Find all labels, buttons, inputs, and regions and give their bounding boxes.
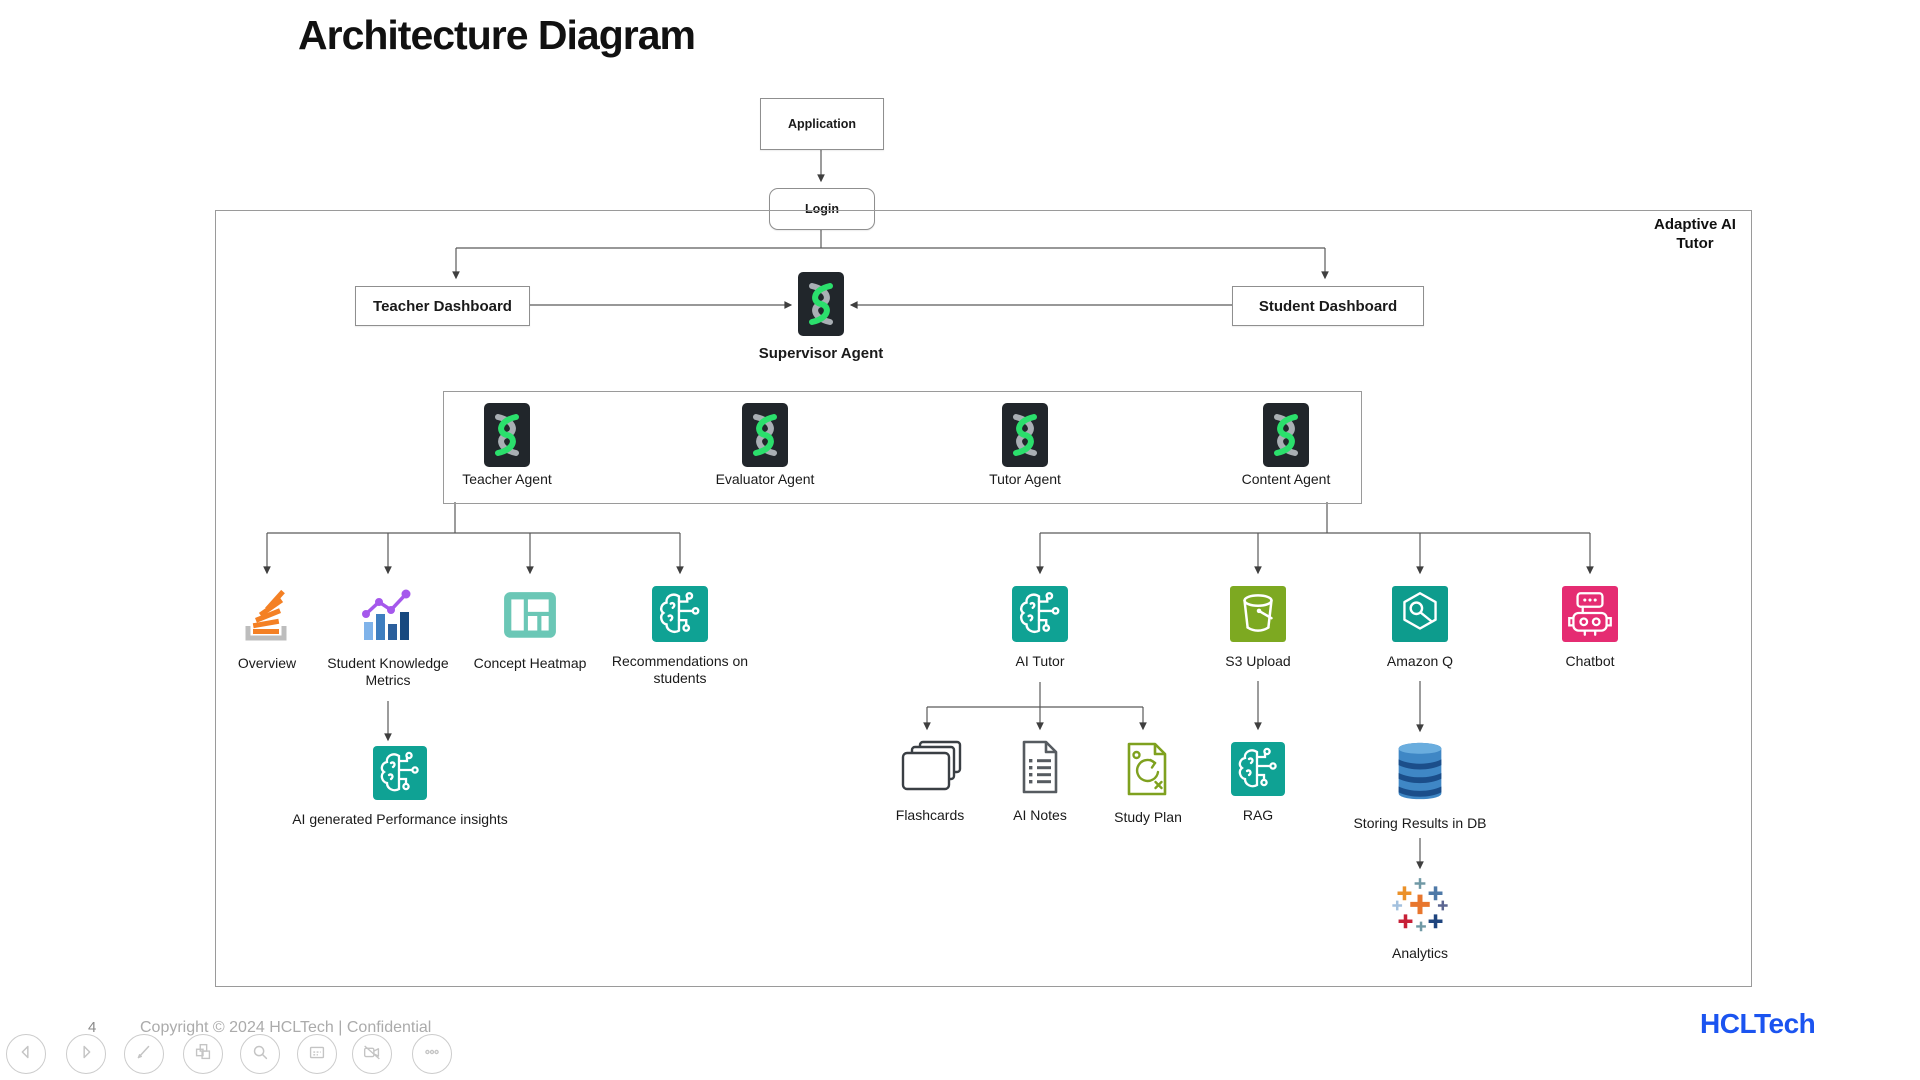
ai-tutor-node: AI Tutor	[1000, 586, 1080, 670]
brain-circuit-icon	[1231, 742, 1285, 801]
amazon-q-icon	[1392, 586, 1448, 647]
notes-document-icon	[1016, 738, 1064, 801]
brain-circuit-icon	[1012, 586, 1068, 647]
s3-upload-node: S3 Upload	[1218, 586, 1298, 670]
chevron-right-icon	[75, 1041, 97, 1068]
content-agent-icon	[1263, 403, 1309, 467]
flashcards-node: Flashcards	[890, 738, 970, 824]
recommendations-label: Recommendations on students	[611, 653, 749, 687]
chatbot-label: Chatbot	[1565, 653, 1615, 669]
student-dashboard-node: Student Dashboard	[1232, 286, 1424, 326]
video-off-icon	[361, 1041, 383, 1068]
ai-tutor-label: AI Tutor	[1015, 653, 1065, 669]
brain-circuit-icon	[373, 746, 427, 805]
ai-performance-insights-label: AI generated Performance insights	[292, 811, 508, 827]
rag-label: RAG	[1242, 807, 1274, 823]
tableau-analytics-icon	[1391, 876, 1449, 939]
stack-overview-icon	[238, 586, 296, 649]
page-title: Architecture Diagram	[298, 12, 696, 58]
page-number: 4	[88, 1019, 97, 1036]
next-slide-button[interactable]	[66, 1034, 106, 1074]
notes-panel-icon	[306, 1041, 328, 1068]
bar-chart-icon	[356, 588, 420, 649]
slides-grid-icon	[192, 1041, 214, 1068]
brain-circuit-icon	[652, 586, 708, 647]
analytics-label: Analytics	[1391, 945, 1449, 961]
content-agent-label: Content Agent	[1241, 471, 1331, 487]
zoom-search-button[interactable]	[240, 1034, 280, 1074]
overview-label: Overview	[237, 655, 297, 671]
chevron-left-icon	[15, 1041, 37, 1068]
tutor-agent-label: Tutor Agent	[989, 471, 1061, 487]
hcltech-logo: HCLTech	[1700, 1008, 1816, 1039]
amazon-q-label: Amazon Q	[1386, 653, 1454, 669]
flashcards-icon	[894, 738, 966, 801]
pen-icon	[133, 1041, 155, 1068]
adaptive-ai-tutor-label: Adaptive AI Tutor	[1654, 216, 1736, 252]
tutor-agent-icon	[1002, 403, 1048, 467]
recommendations-node: Recommendations on students	[602, 586, 758, 687]
dashboard-layout-icon	[502, 588, 558, 649]
ai-notes-label: AI Notes	[1013, 807, 1067, 823]
teacher-agent-label: Teacher Agent	[462, 471, 552, 487]
adaptive-ai-tutor-frame	[215, 210, 1752, 987]
more-options-button[interactable]	[412, 1034, 452, 1074]
search-icon	[249, 1041, 271, 1068]
storing-results-db-node: Storing Results in DB	[1320, 738, 1520, 832]
s3-bucket-icon	[1230, 586, 1286, 647]
analytics-node: Analytics	[1385, 876, 1455, 962]
previous-slide-button[interactable]	[6, 1034, 46, 1074]
teacher-dashboard-label: Teacher Dashboard	[373, 297, 512, 315]
evaluator-agent-label: Evaluator Agent	[715, 471, 815, 487]
login-label: Login	[804, 202, 839, 216]
application-label: Application	[787, 117, 857, 131]
chatbot-node: Chatbot	[1550, 586, 1630, 670]
student-knowledge-metrics-node: Student Knowledge Metrics	[318, 588, 458, 689]
student-dashboard-label: Student Dashboard	[1258, 297, 1398, 315]
ai-performance-insights-node: AI generated Performance insights	[270, 746, 530, 828]
flashcards-label: Flashcards	[895, 807, 965, 823]
copyright-text: Copyright © 2024 HCLTech | Confidential	[140, 1019, 432, 1036]
storing-results-db-label: Storing Results in DB	[1353, 815, 1487, 831]
login-node: Login	[769, 188, 875, 230]
chatbot-icon	[1562, 586, 1618, 647]
overview-node: Overview	[237, 586, 297, 672]
supervisor-agent-label: Supervisor Agent	[758, 345, 884, 362]
study-plan-icon	[1123, 740, 1173, 803]
student-knowledge-metrics-label: Student Knowledge Metrics	[327, 655, 449, 689]
slide-overview-button[interactable]	[183, 1034, 223, 1074]
evaluator-agent-icon	[742, 403, 788, 467]
agents-group-frame	[443, 391, 1362, 504]
concept-heatmap-node: Concept Heatmap	[465, 588, 595, 672]
study-plan-label: Study Plan	[1114, 809, 1182, 825]
rag-node: RAG	[1226, 742, 1290, 824]
pen-tool-button[interactable]	[124, 1034, 164, 1074]
teacher-agent-icon	[484, 403, 530, 467]
s3-upload-label: S3 Upload	[1225, 653, 1291, 669]
dynamodb-icon	[1389, 738, 1451, 809]
more-dots-icon	[421, 1041, 443, 1068]
teacher-dashboard-node: Teacher Dashboard	[355, 286, 530, 326]
amazon-q-node: Amazon Q	[1380, 586, 1460, 670]
ai-notes-node: AI Notes	[1005, 738, 1075, 824]
study-plan-node: Study Plan	[1108, 740, 1188, 826]
video-off-button[interactable]	[352, 1034, 392, 1074]
notes-button[interactable]	[297, 1034, 337, 1074]
supervisor-agent-icon	[798, 272, 844, 336]
concept-heatmap-label: Concept Heatmap	[473, 655, 587, 671]
application-node: Application	[760, 98, 884, 150]
